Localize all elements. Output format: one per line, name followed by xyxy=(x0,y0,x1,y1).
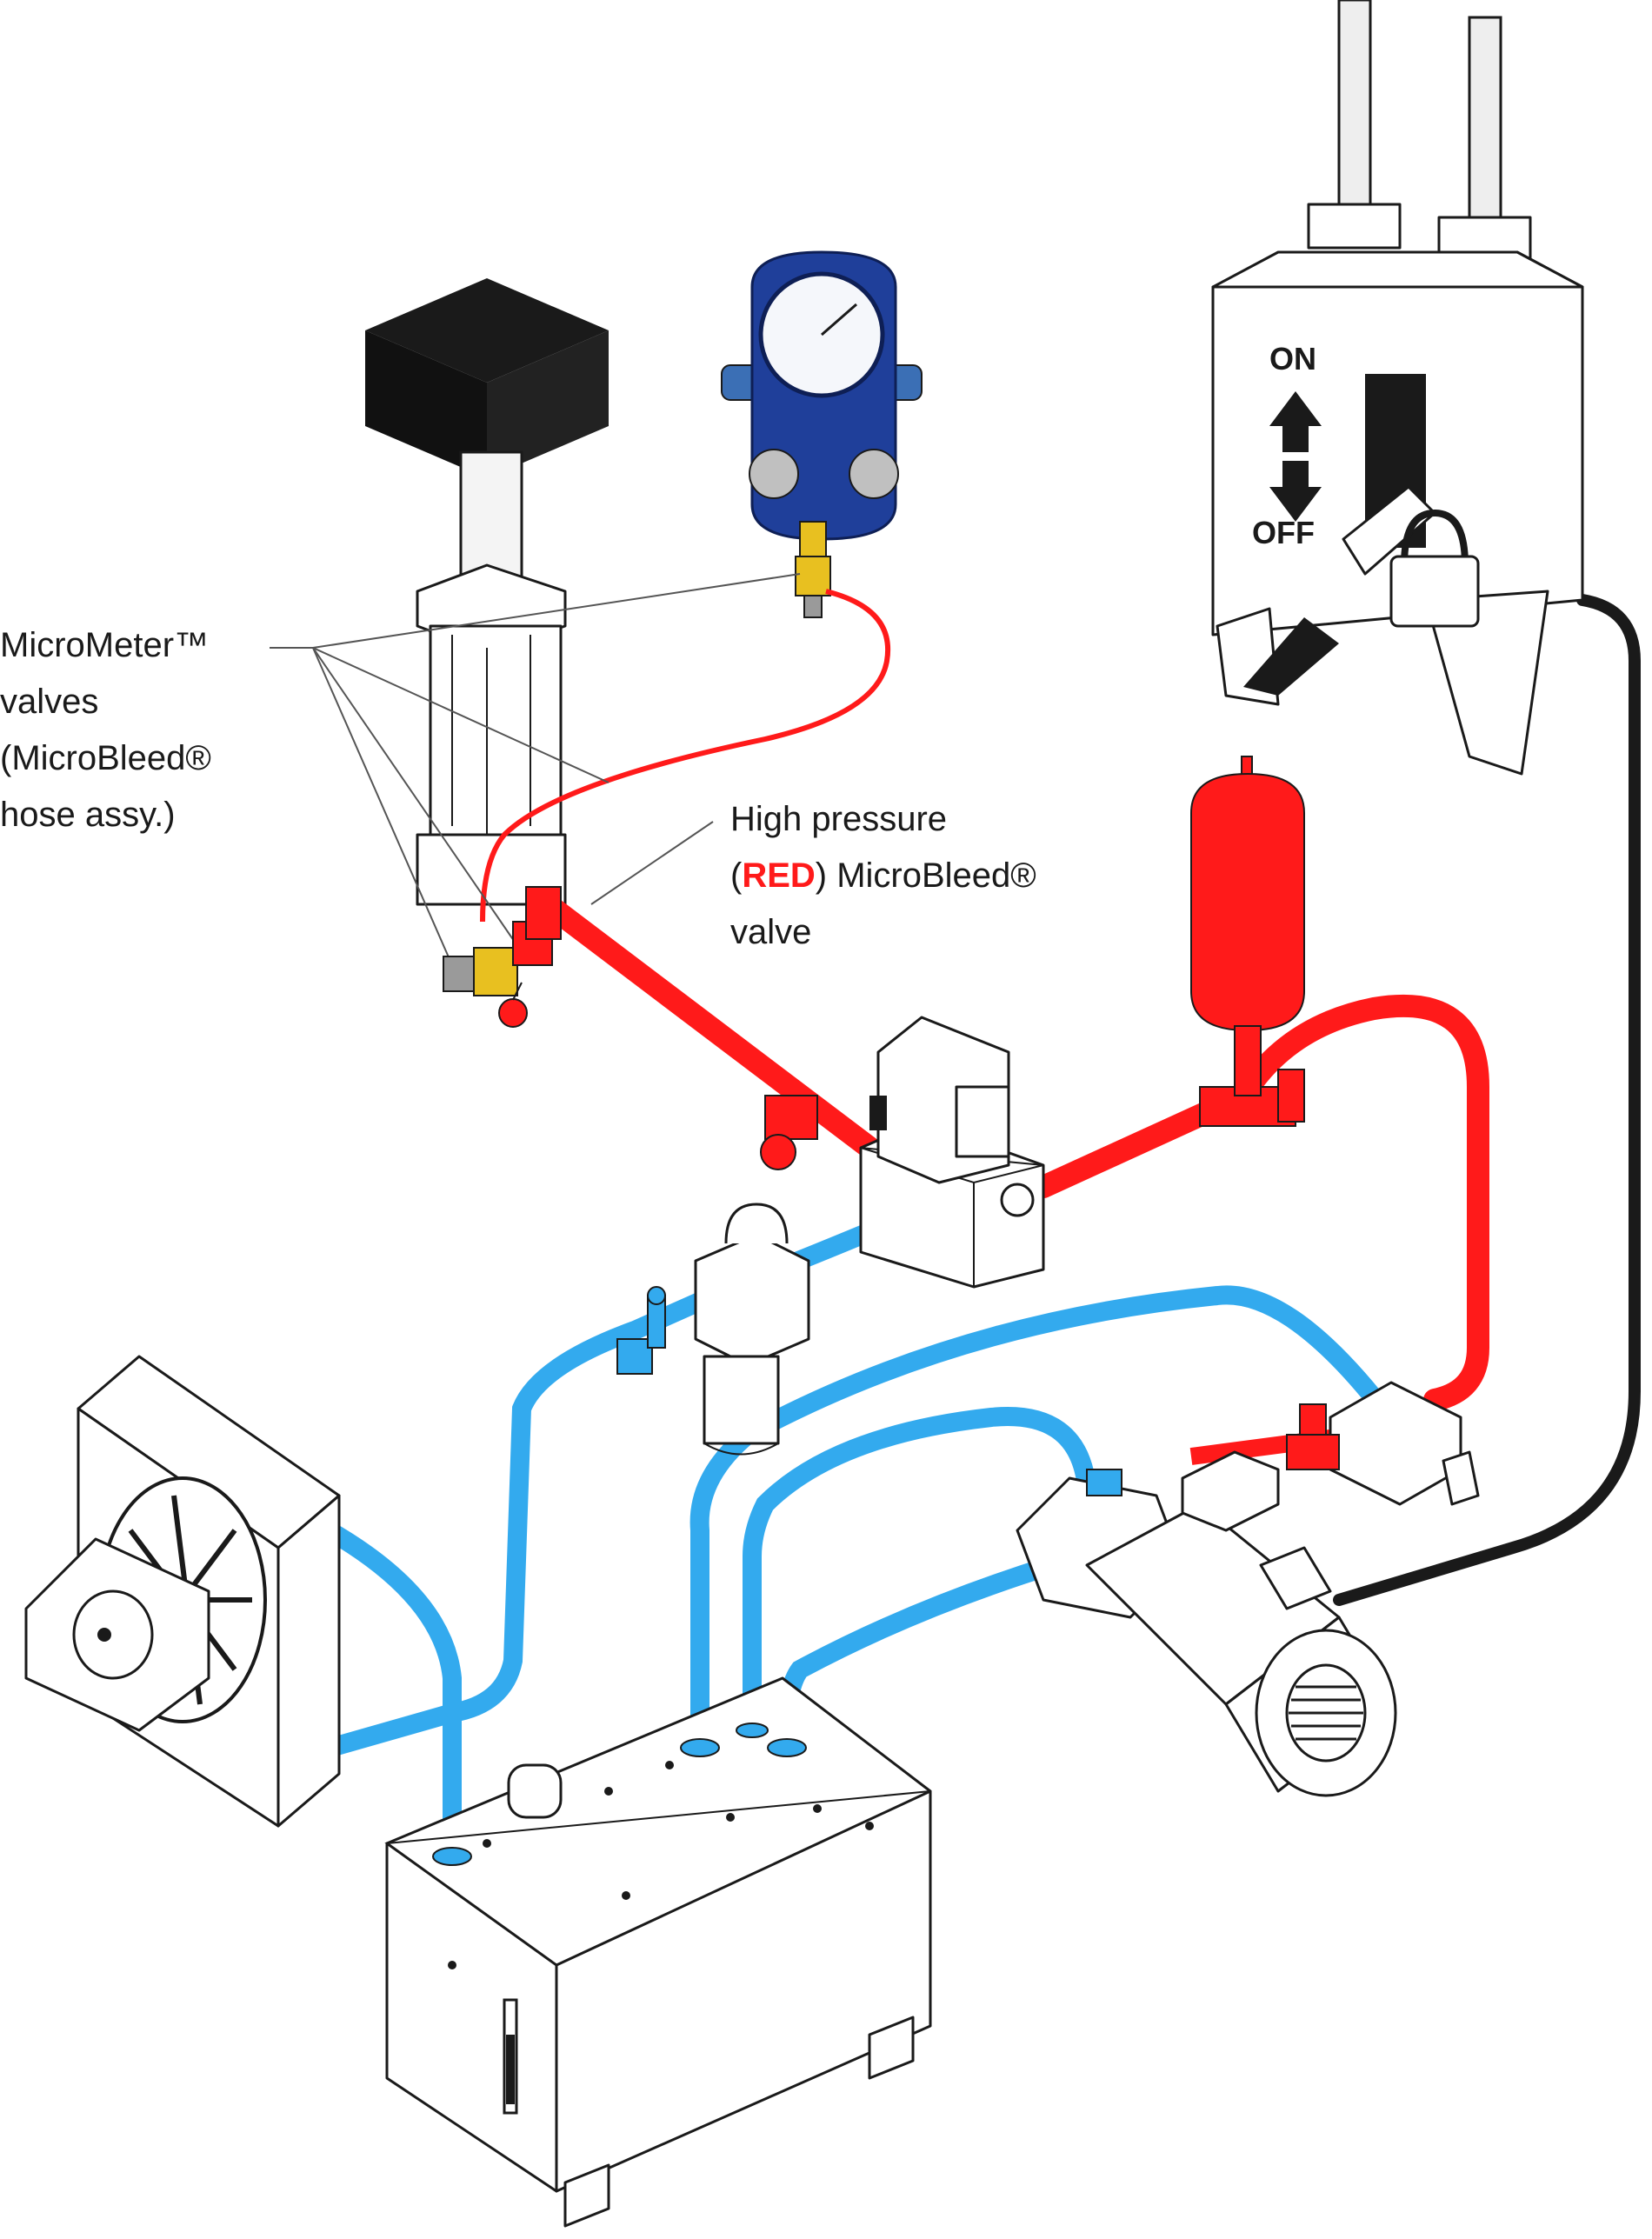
cooling-fan-icon xyxy=(24,1355,341,1828)
filter-icon xyxy=(616,1203,810,1456)
svg-text:valves: valves xyxy=(0,683,98,721)
micrometer-valves-label: MicroMeter™ valves (MicroBleed® hose ass… xyxy=(0,626,211,834)
servo-valve-icon xyxy=(859,1016,1045,1289)
label-leaders xyxy=(270,573,801,966)
svg-text:High pressure: High pressure xyxy=(730,800,947,838)
power-cable xyxy=(1333,594,1641,1606)
switch-off-label: OFF xyxy=(1252,515,1315,550)
padlock-icon xyxy=(1389,509,1480,628)
svg-text:MicroMeter™: MicroMeter™ xyxy=(0,626,209,664)
svg-text:(MicroBleed®: (MicroBleed® xyxy=(0,739,211,777)
relief-valve-manifold xyxy=(1181,1381,1480,1532)
hydraulic-cylinder xyxy=(416,450,567,906)
pressure-gauge-icon xyxy=(721,250,923,618)
disconnect-switch-icon: ON OFF xyxy=(1211,0,1584,776)
high-pressure-valve-label: High pressure (RED) MicroBleed® valve xyxy=(730,800,1036,951)
load-weight-icon xyxy=(365,278,609,478)
micrometer-valve-assembly xyxy=(443,886,562,1028)
svg-text:(RED) MicroBleed®: (RED) MicroBleed® xyxy=(730,856,1036,895)
electric-motor-icon xyxy=(1085,1503,1397,1797)
accumulator-icon xyxy=(1190,756,1305,1096)
reservoir-tank-icon xyxy=(384,1676,932,2228)
arrow-up-icon xyxy=(1269,391,1322,452)
arrow-down-icon xyxy=(1269,461,1322,522)
switch-on-label: ON xyxy=(1269,341,1316,376)
microbleed-hose xyxy=(480,589,891,923)
microbleed-valve xyxy=(760,1069,1305,1170)
svg-text:valve: valve xyxy=(730,913,811,951)
svg-text:hose assy.): hose assy.) xyxy=(0,796,176,834)
